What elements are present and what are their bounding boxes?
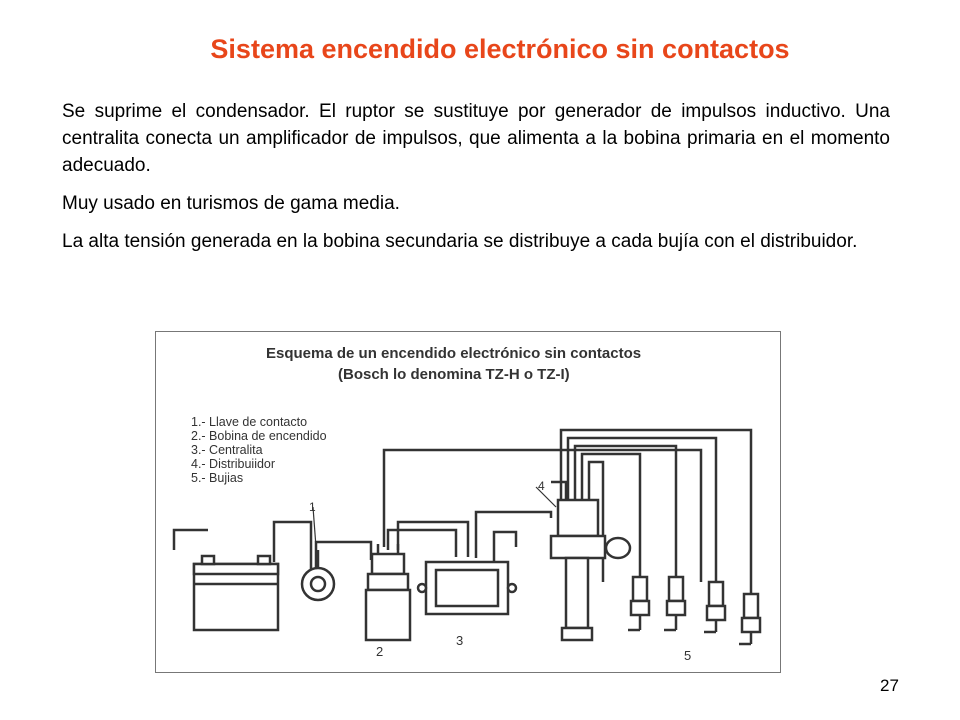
ignition-key-icon	[300, 506, 336, 602]
legend-item-4: 4.- Distribuiidor	[191, 457, 275, 471]
legend-item-1: 1.- Llave de contacto	[191, 415, 307, 429]
callout-4: 4	[538, 479, 545, 493]
diagram-subtitle-suffix: )	[565, 366, 570, 383]
callout-1: 1	[309, 500, 316, 514]
distributor-icon	[535, 486, 632, 642]
ignition-schematic: Esquema de un encendido electrónico sin …	[172, 345, 762, 663]
callout-3: 3	[456, 633, 463, 648]
legend-item-5: 5.- Bujias	[191, 471, 243, 485]
legend-item-2: 2.- Bobina de encendido	[191, 429, 327, 443]
slide-body: Se suprime el condensador. El ruptor se …	[62, 98, 890, 266]
legend-item-3: 3.- Centralita	[191, 443, 263, 457]
wiring	[172, 428, 753, 594]
ignition-diagram: Esquema de un encendido electrónico sin …	[155, 331, 781, 673]
diagram-subtitle-prefix: (Bosch lo denomina	[338, 366, 486, 383]
diagram-legend: 1.- Llave de contacto 2.- Bobina de ence…	[191, 415, 327, 485]
paragraph-distribution: La alta tensión generada en la bobina se…	[62, 231, 858, 252]
diagram-title: Esquema de un encendido electrónico sin …	[266, 345, 641, 362]
callout-2: 2	[376, 644, 383, 659]
slide-number: 27	[880, 676, 899, 695]
spark-plugs-icon	[628, 575, 762, 646]
diagram-subtitle: (Bosch lo denomina TZ-H o TZ-I)	[338, 366, 570, 383]
slide-title: Sistema encendido electrónico sin contac…	[210, 34, 790, 64]
paragraph-usage: Muy usado en turismos de gama media.	[62, 193, 400, 214]
control-unit-icon	[416, 560, 518, 616]
diagram-subtitle-model-1: TZ-H	[486, 366, 520, 383]
paragraph-description: Se suprime el condensador. El ruptor se …	[62, 101, 890, 176]
battery-icon	[192, 554, 280, 632]
callout-5: 5	[684, 648, 691, 663]
diagram-subtitle-mid: o	[520, 366, 538, 383]
ignition-coil-icon	[364, 544, 412, 642]
diagram-subtitle-model-2: TZ-I	[537, 366, 565, 383]
